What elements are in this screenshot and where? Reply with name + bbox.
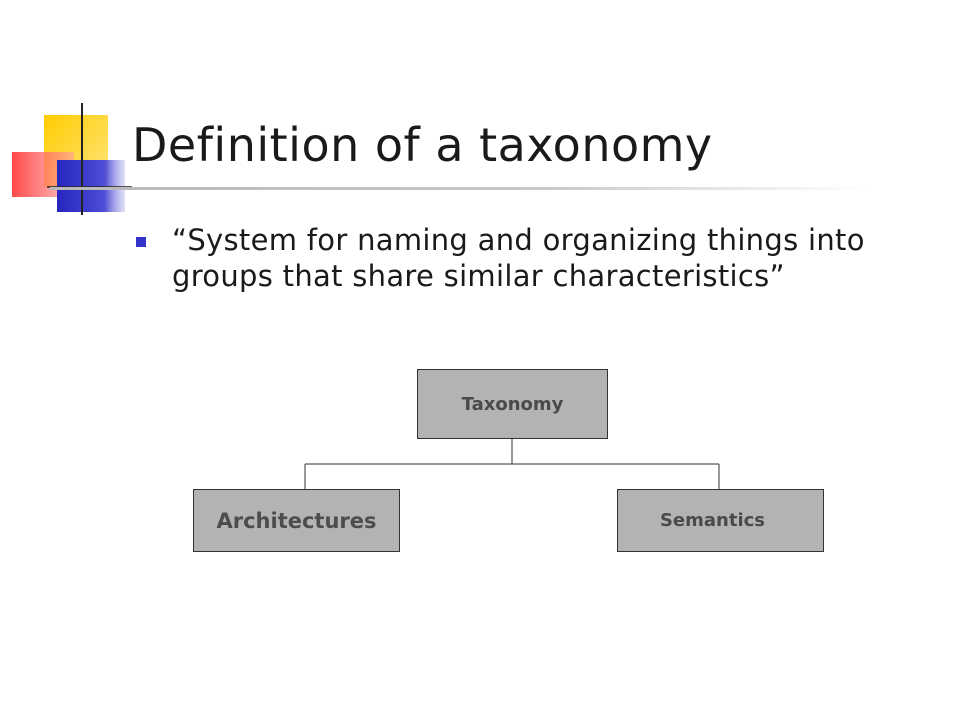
bullet-text: “System for naming and organizing things… xyxy=(172,223,865,293)
title-underline xyxy=(50,187,870,190)
taxonomy-node-label: Taxonomy xyxy=(461,393,564,415)
bullet-list: “System for naming and organizing things… xyxy=(132,222,892,294)
semantics-node: Semantics xyxy=(617,489,824,552)
decorative-corner-graphic xyxy=(12,103,132,215)
square-bullet-icon xyxy=(136,237,146,247)
blue-square xyxy=(57,160,125,212)
bullet-item: “System for naming and organizing things… xyxy=(132,222,892,294)
architectures-node: Architectures xyxy=(193,489,400,552)
architectures-node-label: Architectures xyxy=(216,508,377,533)
slide-title: Definition of a taxonomy xyxy=(132,118,713,172)
semantics-node-label: Semantics xyxy=(659,510,766,531)
taxonomy-node: Taxonomy xyxy=(417,369,608,439)
